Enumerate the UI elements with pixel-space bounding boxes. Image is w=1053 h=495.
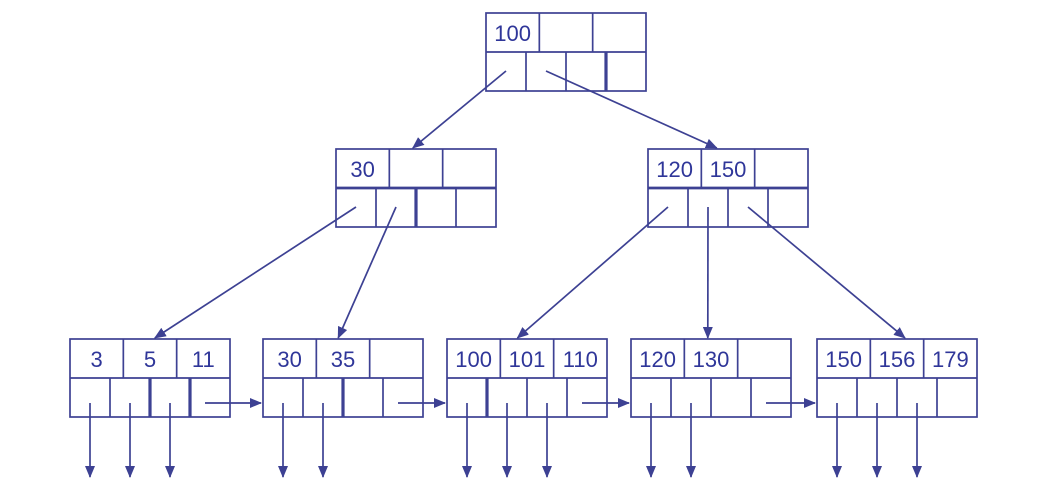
node-key: 150 — [710, 157, 747, 182]
tree-node-leaf-150-156-179: 150 156 179 — [816, 338, 978, 418]
node-key: 30 — [350, 157, 374, 182]
tree-node-root: 100 — [485, 12, 647, 92]
node-key: 35 — [331, 347, 355, 372]
child-pointer-arrow-internal-30 — [412, 70, 507, 149]
node-key: 120 — [639, 347, 676, 372]
tree-node-leaf-100-101-110: 100 101 110 — [446, 338, 608, 418]
node-key: 30 — [277, 347, 301, 372]
node-key: 120 — [656, 157, 693, 182]
tree-node-leaf-30-35: 30 35 — [262, 338, 424, 418]
node-key: 100 — [494, 21, 531, 46]
node-key: 3 — [91, 347, 103, 372]
tree-node-leaf-120-130: 120 130 — [630, 338, 792, 418]
node-key: 130 — [693, 347, 730, 372]
node-key: 5 — [144, 347, 156, 372]
node-key: 156 — [879, 347, 916, 372]
child-pointer-arrow-internal-120-150 — [545, 70, 718, 149]
child-pointer-arrow-leaf-3-5-11 — [153, 206, 357, 339]
child-pointer-arrow-leaf-30-35 — [337, 206, 397, 339]
node-key: 179 — [932, 347, 969, 372]
node-key: 110 — [563, 347, 598, 372]
node-key: 100 — [455, 347, 492, 372]
node-key: 101 — [509, 347, 546, 372]
child-pointer-arrow-leaf-100-101-110 — [516, 206, 669, 339]
node-key: 11 — [192, 347, 215, 372]
node-key: 150 — [825, 347, 862, 372]
tree-node-leaf-3-5-11: 3 5 11 — [69, 338, 231, 418]
child-pointer-arrow-leaf-150-156-179 — [747, 206, 906, 339]
tree-node-internal-30: 30 — [335, 148, 497, 228]
tree-node-internal-120-150: 120 150 — [647, 148, 809, 228]
